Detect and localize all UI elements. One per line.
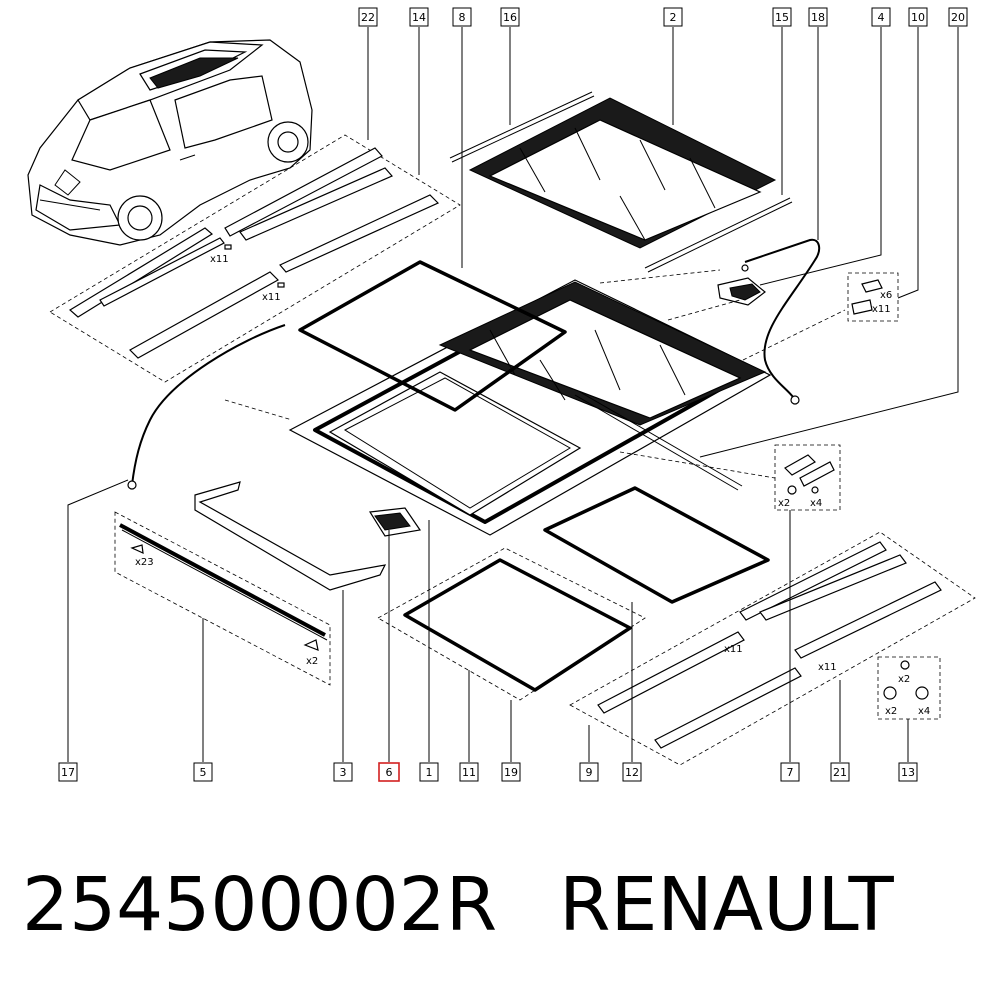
deflector-group: x23 x2 [114,481,387,686]
svg-text:21: 21 [833,766,847,779]
svg-text:14: 14 [412,11,426,24]
qty-label: x2 [306,656,318,667]
qty-label: x4 [918,706,930,717]
brand-name: RENAULT [559,862,894,948]
svg-text:15: 15 [775,11,789,24]
svg-text:6: 6 [386,766,393,779]
clips-box-10: x6 x11 [847,272,899,322]
callout-18[interactable]: 18 [808,7,828,27]
callout-12[interactable]: 12 [622,762,642,782]
svg-text:4: 4 [878,11,885,24]
svg-text:20: 20 [951,11,965,24]
part-caption: 254500002R RENAULT [22,862,894,948]
screws-box-13: x2 x2 x4 [877,656,941,720]
svg-text:13: 13 [901,766,915,779]
svg-text:8: 8 [459,11,466,24]
svg-text:12: 12 [625,766,639,779]
callout-6-highlighted[interactable]: 6 [378,762,400,782]
svg-text:19: 19 [504,766,518,779]
callout-5[interactable]: 5 [193,762,213,782]
callout-21[interactable]: 21 [830,762,850,782]
hinges-box-7: x2 x4 [774,444,841,511]
qty-label: x2 [885,706,897,717]
qty-label: x6 [880,290,892,301]
exploded-roof-diagram: x11 x11 [27,7,976,782]
callout-8[interactable]: 8 [452,7,472,27]
callout-22[interactable]: 22 [358,7,378,27]
qty-label: x23 [135,557,154,568]
callout-20[interactable]: 20 [948,7,968,27]
roof-frame [288,279,772,536]
svg-text:22: 22 [361,11,375,24]
switch-6 [368,507,422,537]
svg-text:18: 18 [811,11,825,24]
glass-panel-upper [449,91,793,273]
callout-16[interactable]: 16 [500,7,520,27]
leader-lines [67,27,959,762]
qty-label: x2 [778,498,790,509]
callout-14[interactable]: 14 [409,7,429,27]
callout-2[interactable]: 2 [663,7,683,27]
drain-cables [127,238,821,490]
seals-11-12 [377,486,770,701]
seal-8 [298,260,567,412]
svg-text:9: 9 [586,766,593,779]
callout-19[interactable]: 19 [501,762,521,782]
callout-10[interactable]: 10 [908,7,928,27]
callout-1[interactable]: 1 [419,762,439,782]
svg-text:2: 2 [670,11,677,24]
callout-7[interactable]: 7 [780,762,800,782]
svg-text:5: 5 [200,766,207,779]
qty-label: x11 [872,304,891,315]
callout-4[interactable]: 4 [871,7,891,27]
part-number: 254500002R [22,862,498,948]
callout-17[interactable]: 17 [58,762,78,782]
right-trim-strips: x11 x11 [569,531,976,766]
svg-text:7: 7 [787,766,794,779]
qty-label: x11 [262,292,281,303]
callout-9[interactable]: 9 [579,762,599,782]
left-trim-strips: x11 x11 [49,134,461,383]
qty-label: x4 [810,498,822,509]
qty-label: x11 [818,662,837,673]
svg-text:16: 16 [503,11,517,24]
svg-text:17: 17 [61,766,75,779]
qty-label: x2 [898,674,910,685]
svg-text:11: 11 [462,766,476,779]
svg-text:10: 10 [911,11,925,24]
callout-15[interactable]: 15 [772,7,792,27]
motor-4 [717,277,766,306]
callout-11[interactable]: 11 [459,762,479,782]
svg-text:3: 3 [340,766,347,779]
qty-label: x11 [210,254,229,265]
svg-text:1: 1 [426,766,433,779]
qty-label: x11 [724,644,743,655]
callout-13[interactable]: 13 [898,762,918,782]
callout-3[interactable]: 3 [333,762,353,782]
car-illustration [27,39,313,246]
